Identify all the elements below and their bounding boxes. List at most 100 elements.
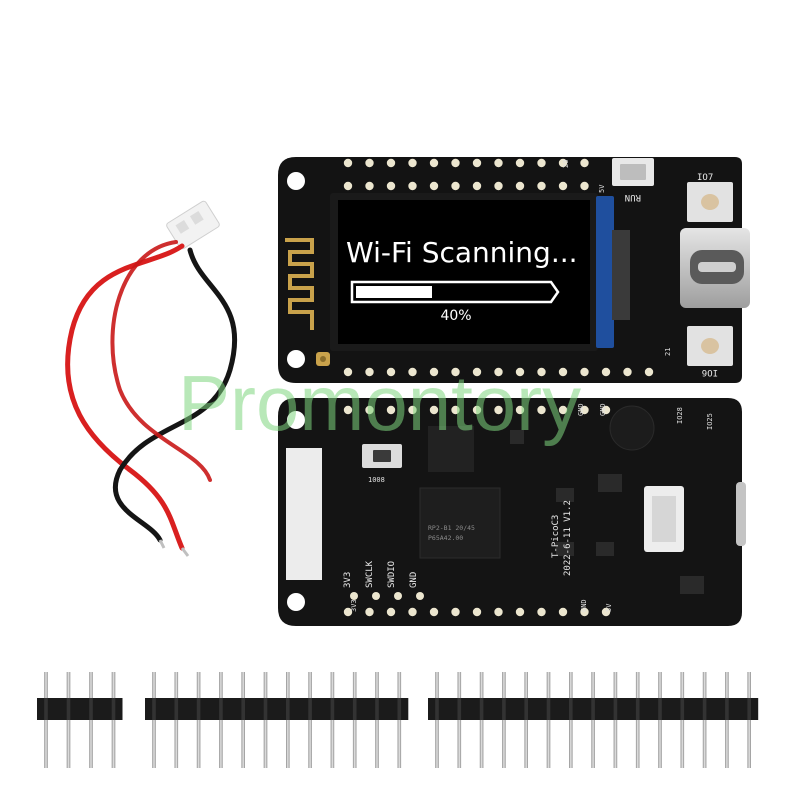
pin-pad — [558, 181, 568, 191]
pin-pad — [429, 181, 439, 191]
pin-pad — [451, 181, 460, 191]
pin-pad — [472, 181, 482, 191]
top-edge-gnd-label-1: GND — [577, 403, 585, 416]
chip-text-1: RP2-B1 20/45 — [428, 524, 475, 532]
pin-pad — [623, 367, 632, 377]
lcd-title: Wi-Fi Scanning... — [346, 236, 578, 269]
pin-pad — [408, 158, 417, 168]
pin-pad — [601, 607, 611, 617]
top-board: Wi-Fi Scanning... 40% RUN IO7 IO6 — [278, 157, 750, 383]
pin-pad — [386, 158, 396, 168]
io6-button: IO6 — [687, 326, 733, 377]
boot-label: 1008 — [368, 476, 385, 484]
bottom-board: 1008 RP2-B1 20/45 P65A42.00 T-PicoC3 202… — [278, 398, 746, 626]
chip-text-2: P65A42.00 — [428, 534, 463, 542]
pin-pad — [429, 367, 439, 377]
top-edge-gnd-label-2: GND — [599, 403, 607, 416]
pin-pad — [494, 367, 503, 377]
pin-pad — [408, 607, 417, 617]
board-jst-connector — [644, 486, 684, 552]
pin-pad — [451, 158, 460, 168]
pin-pad — [515, 607, 525, 617]
pin-pad — [558, 367, 568, 377]
pin-pad — [515, 367, 525, 377]
pin-pad — [343, 405, 353, 415]
pin-pad — [472, 405, 482, 415]
run-label: RUN — [625, 192, 641, 202]
pin-pad — [601, 367, 611, 377]
pin-pad — [343, 607, 353, 617]
pin-pad — [515, 181, 525, 191]
progress-bar — [350, 280, 560, 304]
pin-pad — [451, 367, 460, 377]
bottom-board-pin-row-bottom — [343, 607, 611, 617]
pin-pad — [429, 607, 439, 617]
top-board-pin-row-bottom — [343, 181, 654, 377]
swd-pin-pad — [416, 592, 424, 600]
io6-label: IO6 — [702, 367, 718, 377]
pin-pad — [644, 367, 654, 377]
swd-pin-pad — [394, 592, 402, 600]
swd-pin-label: SWCLK — [365, 560, 375, 588]
pin-pad — [601, 405, 611, 415]
jst-wire-cable — [65, 200, 238, 557]
pin-pad — [472, 607, 482, 617]
pin-pad — [472, 367, 482, 377]
pin-pad — [515, 405, 525, 415]
boot-button: 1008 — [362, 444, 402, 484]
io25-label: IO25 — [706, 413, 714, 430]
swd-pin-label: GND — [409, 572, 419, 588]
pin-pad — [580, 181, 589, 191]
watermark-text: Promontory — [178, 359, 581, 447]
pin-pad — [580, 158, 589, 168]
swd-pin-label: SWDIO — [387, 561, 397, 588]
pin-pad — [580, 367, 589, 377]
swd-pin-pad — [350, 592, 358, 600]
edge-5v-label: 5V — [605, 603, 613, 612]
pin-pad — [537, 158, 546, 168]
swd-pin-pad — [372, 592, 380, 600]
pin-header-strip — [428, 672, 759, 768]
pin-pad — [494, 405, 503, 415]
pin-pad — [365, 181, 374, 191]
run-button: RUN — [612, 158, 654, 202]
pin-pad — [408, 405, 417, 415]
pin-pad — [386, 181, 396, 191]
io7-label: IO7 — [697, 173, 713, 183]
pin-pad — [494, 607, 503, 617]
pin-pad — [451, 607, 460, 617]
io28-label: IO28 — [676, 407, 684, 424]
pin-pad — [558, 607, 568, 617]
pin-pad — [494, 181, 503, 191]
lcd-screen — [338, 200, 590, 344]
pin-pad — [365, 158, 374, 168]
pin-pad — [408, 181, 417, 191]
io7-button: IO7 — [687, 173, 733, 222]
date-version-label: 2022-6-11 V1.2 — [563, 500, 573, 576]
bottom-board-pin-row-top — [343, 405, 611, 415]
pin-pad — [537, 181, 546, 191]
pin-pad — [429, 405, 439, 415]
pin-pad — [343, 367, 353, 377]
edge-gnd-label: GND — [580, 599, 588, 612]
pin-pad — [386, 607, 396, 617]
progress-text: 40% — [440, 308, 471, 324]
pin-header-strip — [37, 672, 123, 768]
jst-connector-icon — [166, 200, 220, 250]
antenna-icon — [285, 238, 330, 366]
pin-pad — [558, 158, 568, 168]
pin-pad — [343, 181, 353, 191]
pin-pad — [386, 405, 396, 415]
pin-pad — [580, 607, 589, 617]
pin-pad — [558, 405, 568, 415]
pin-pad — [515, 158, 525, 168]
pin-pad — [580, 405, 589, 415]
lcd-module: Wi-Fi Scanning... 40% — [330, 193, 630, 351]
pin-pad — [472, 158, 482, 168]
pin-20-label: 20 — [562, 160, 570, 168]
top-board-pin-row-top — [343, 158, 589, 168]
pin-pad — [365, 405, 374, 415]
pin-pad — [494, 158, 503, 168]
